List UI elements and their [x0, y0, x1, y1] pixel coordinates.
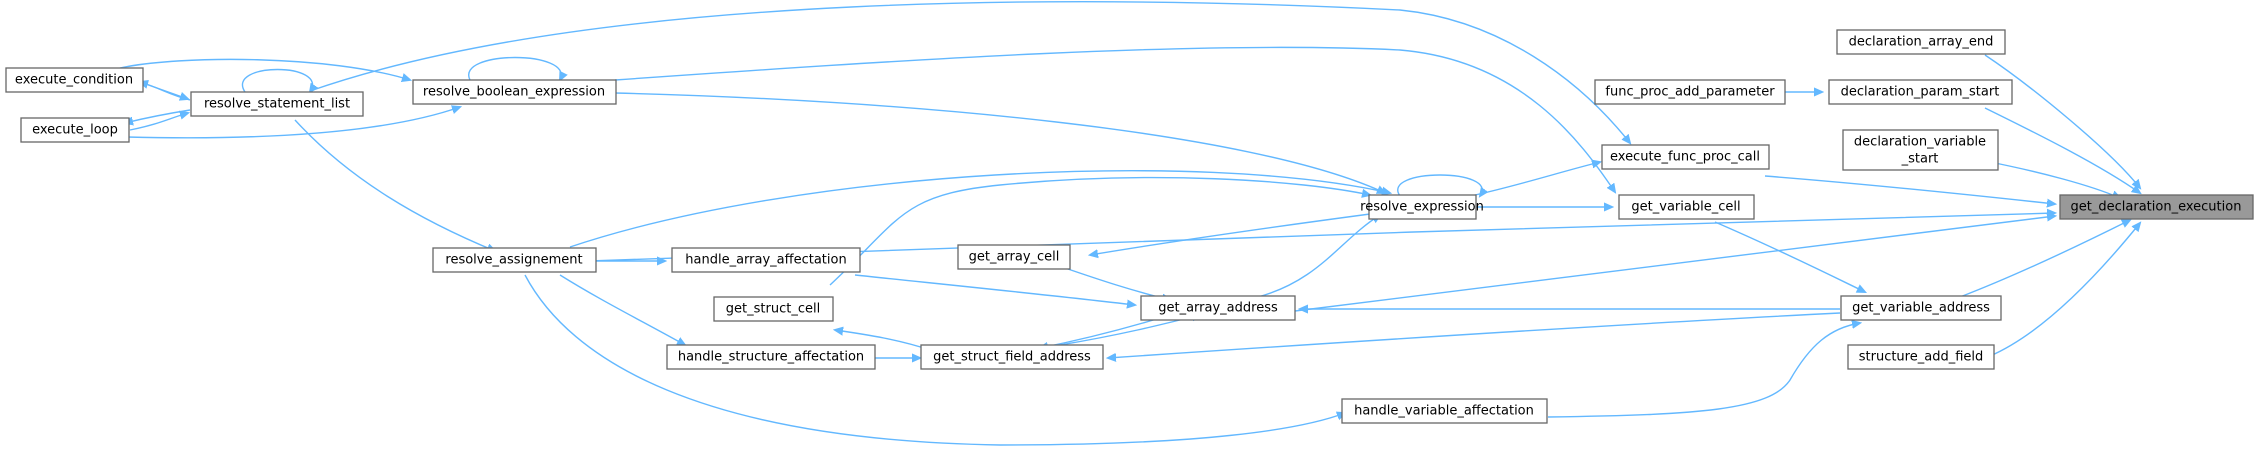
node-label: execute_condition — [15, 73, 133, 88]
edges — [119, 1, 2140, 446]
edge-var-start-to-gde — [1989, 161, 2120, 198]
edge-ra-to-hva — [524, 274, 1345, 446]
edge-rbe-to-re — [614, 92, 1385, 193]
edge-rsl-to-el — [125, 109, 191, 123]
node-declaration-param-start[interactable]: declaration_param_start — [1828, 79, 2013, 105]
node-label: declaration_variable — [1854, 135, 1986, 150]
node-execute-loop[interactable]: execute_loop — [20, 117, 130, 143]
node-label: declaration_param_start — [1841, 85, 2000, 100]
node-label: declaration_array_end — [1849, 35, 1994, 50]
node-structure-add-field[interactable]: structure_add_field — [1847, 344, 1995, 370]
node-label: func_proc_add_parameter — [1605, 85, 1775, 100]
edge-ra-to-hsa — [559, 274, 685, 345]
edge-haa-to-gaa — [854, 274, 1135, 305]
node-handle-array-affectation[interactable]: handle_array_affectation — [671, 247, 861, 273]
edge-var-address-to-gde — [1959, 220, 2130, 298]
node-label: execute_func_proc_call — [1610, 150, 1760, 165]
node-resolve-assignement[interactable]: resolve_assignement — [432, 247, 597, 273]
edge-gva-to-gsfa — [1108, 312, 1841, 358]
edge-hva-to-gva — [1547, 323, 1860, 418]
node-declaration-array-end[interactable]: declaration_array_end — [1836, 29, 2006, 55]
edge-array-end-to-gde — [1984, 54, 2140, 188]
node-get-variable-address[interactable]: get_variable_address — [1840, 295, 2002, 321]
node-label: resolve_statement_list — [204, 97, 350, 112]
node-label: _start — [1901, 152, 1939, 167]
node-label: resolve_assignement — [445, 253, 582, 268]
node-label: get_struct_cell — [726, 302, 820, 317]
edge-param-start-to-gde — [1984, 107, 2140, 193]
node-execute-func-proc-call[interactable]: execute_func_proc_call — [1601, 144, 1770, 170]
node-label: get_struct_field_address — [933, 350, 1091, 365]
node-label: get_variable_cell — [1631, 200, 1740, 215]
node-get-struct-cell[interactable]: get_struct_cell — [713, 296, 834, 322]
node-label: resolve_boolean_expression — [423, 85, 605, 100]
edge-gac-to-gaa — [1064, 267, 1170, 300]
nodes: get_declaration_execution declaration_ar… — [5, 29, 2254, 424]
node-declaration-variable-start[interactable]: declaration_variable _start — [1842, 129, 1999, 171]
edge-gaa-to-gsfa — [1040, 317, 1161, 348]
node-resolve-boolean-expression[interactable]: resolve_boolean_expression — [412, 79, 617, 105]
node-label: get_variable_address — [1852, 301, 1990, 316]
node-func-proc-add-parameter[interactable]: func_proc_add_parameter — [1594, 79, 1786, 105]
node-handle-structure-affectation[interactable]: handle_structure_affectation — [666, 344, 876, 370]
edge-rbe-to-gvc — [614, 46, 1615, 192]
node-get-array-cell[interactable]: get_array_cell — [957, 244, 1071, 270]
node-handle-variable-affectation[interactable]: handle_variable_affectation — [1341, 398, 1548, 424]
edge-ec-to-rsl — [139, 81, 188, 99]
edge-rsl-to-efpc — [309, 1, 1630, 143]
node-label: handle_array_affectation — [685, 253, 846, 268]
edge-rsl-to-ra — [294, 119, 495, 251]
edge-gsc-to-re — [829, 176, 1370, 286]
node-get-declaration-execution[interactable]: get_declaration_execution — [2059, 194, 2254, 220]
node-get-struct-field-address[interactable]: get_struct_field_address — [920, 344, 1104, 370]
edge-re-to-gac — [1090, 213, 1371, 255]
edge-el-to-rbe — [126, 107, 460, 139]
node-label: handle_structure_affectation — [678, 350, 864, 365]
node-resolve-statement-list[interactable]: resolve_statement_list — [190, 91, 364, 117]
node-label: get_array_address — [1158, 301, 1278, 316]
node-label: get_declaration_execution — [2071, 200, 2242, 215]
node-get-array-address[interactable]: get_array_address — [1140, 295, 1296, 321]
edge-ec-to-rbe — [119, 58, 410, 80]
edge-el-to-rsl — [129, 113, 188, 131]
edge-re-to-efpc — [1474, 162, 1600, 196]
node-label: execute_loop — [32, 123, 118, 138]
node-resolve-expression[interactable]: resolve_expression — [1360, 194, 1484, 220]
node-label: handle_variable_affectation — [1354, 404, 1534, 419]
node-label: resolve_expression — [1360, 200, 1484, 215]
edge-array-address-to-gde — [1294, 216, 2055, 312]
node-label: get_array_cell — [969, 250, 1060, 265]
node-get-variable-cell[interactable]: get_variable_cell — [1618, 194, 1755, 220]
edge-re-self — [1397, 174, 1483, 196]
edge-func-call-to-gde — [1764, 175, 2055, 204]
edge-rbe-self — [468, 56, 562, 81]
edge-ra-to-re — [569, 170, 1390, 248]
edge-gaa-to-re — [1257, 215, 1380, 298]
edge-rsl-self — [241, 68, 312, 93]
edge-struct-add-to-gde — [1989, 223, 2140, 357]
edge-gvc-to-gva — [1714, 221, 1865, 292]
node-execute-condition[interactable]: execute_condition — [5, 67, 144, 93]
node-label: structure_add_field — [1859, 350, 1984, 365]
